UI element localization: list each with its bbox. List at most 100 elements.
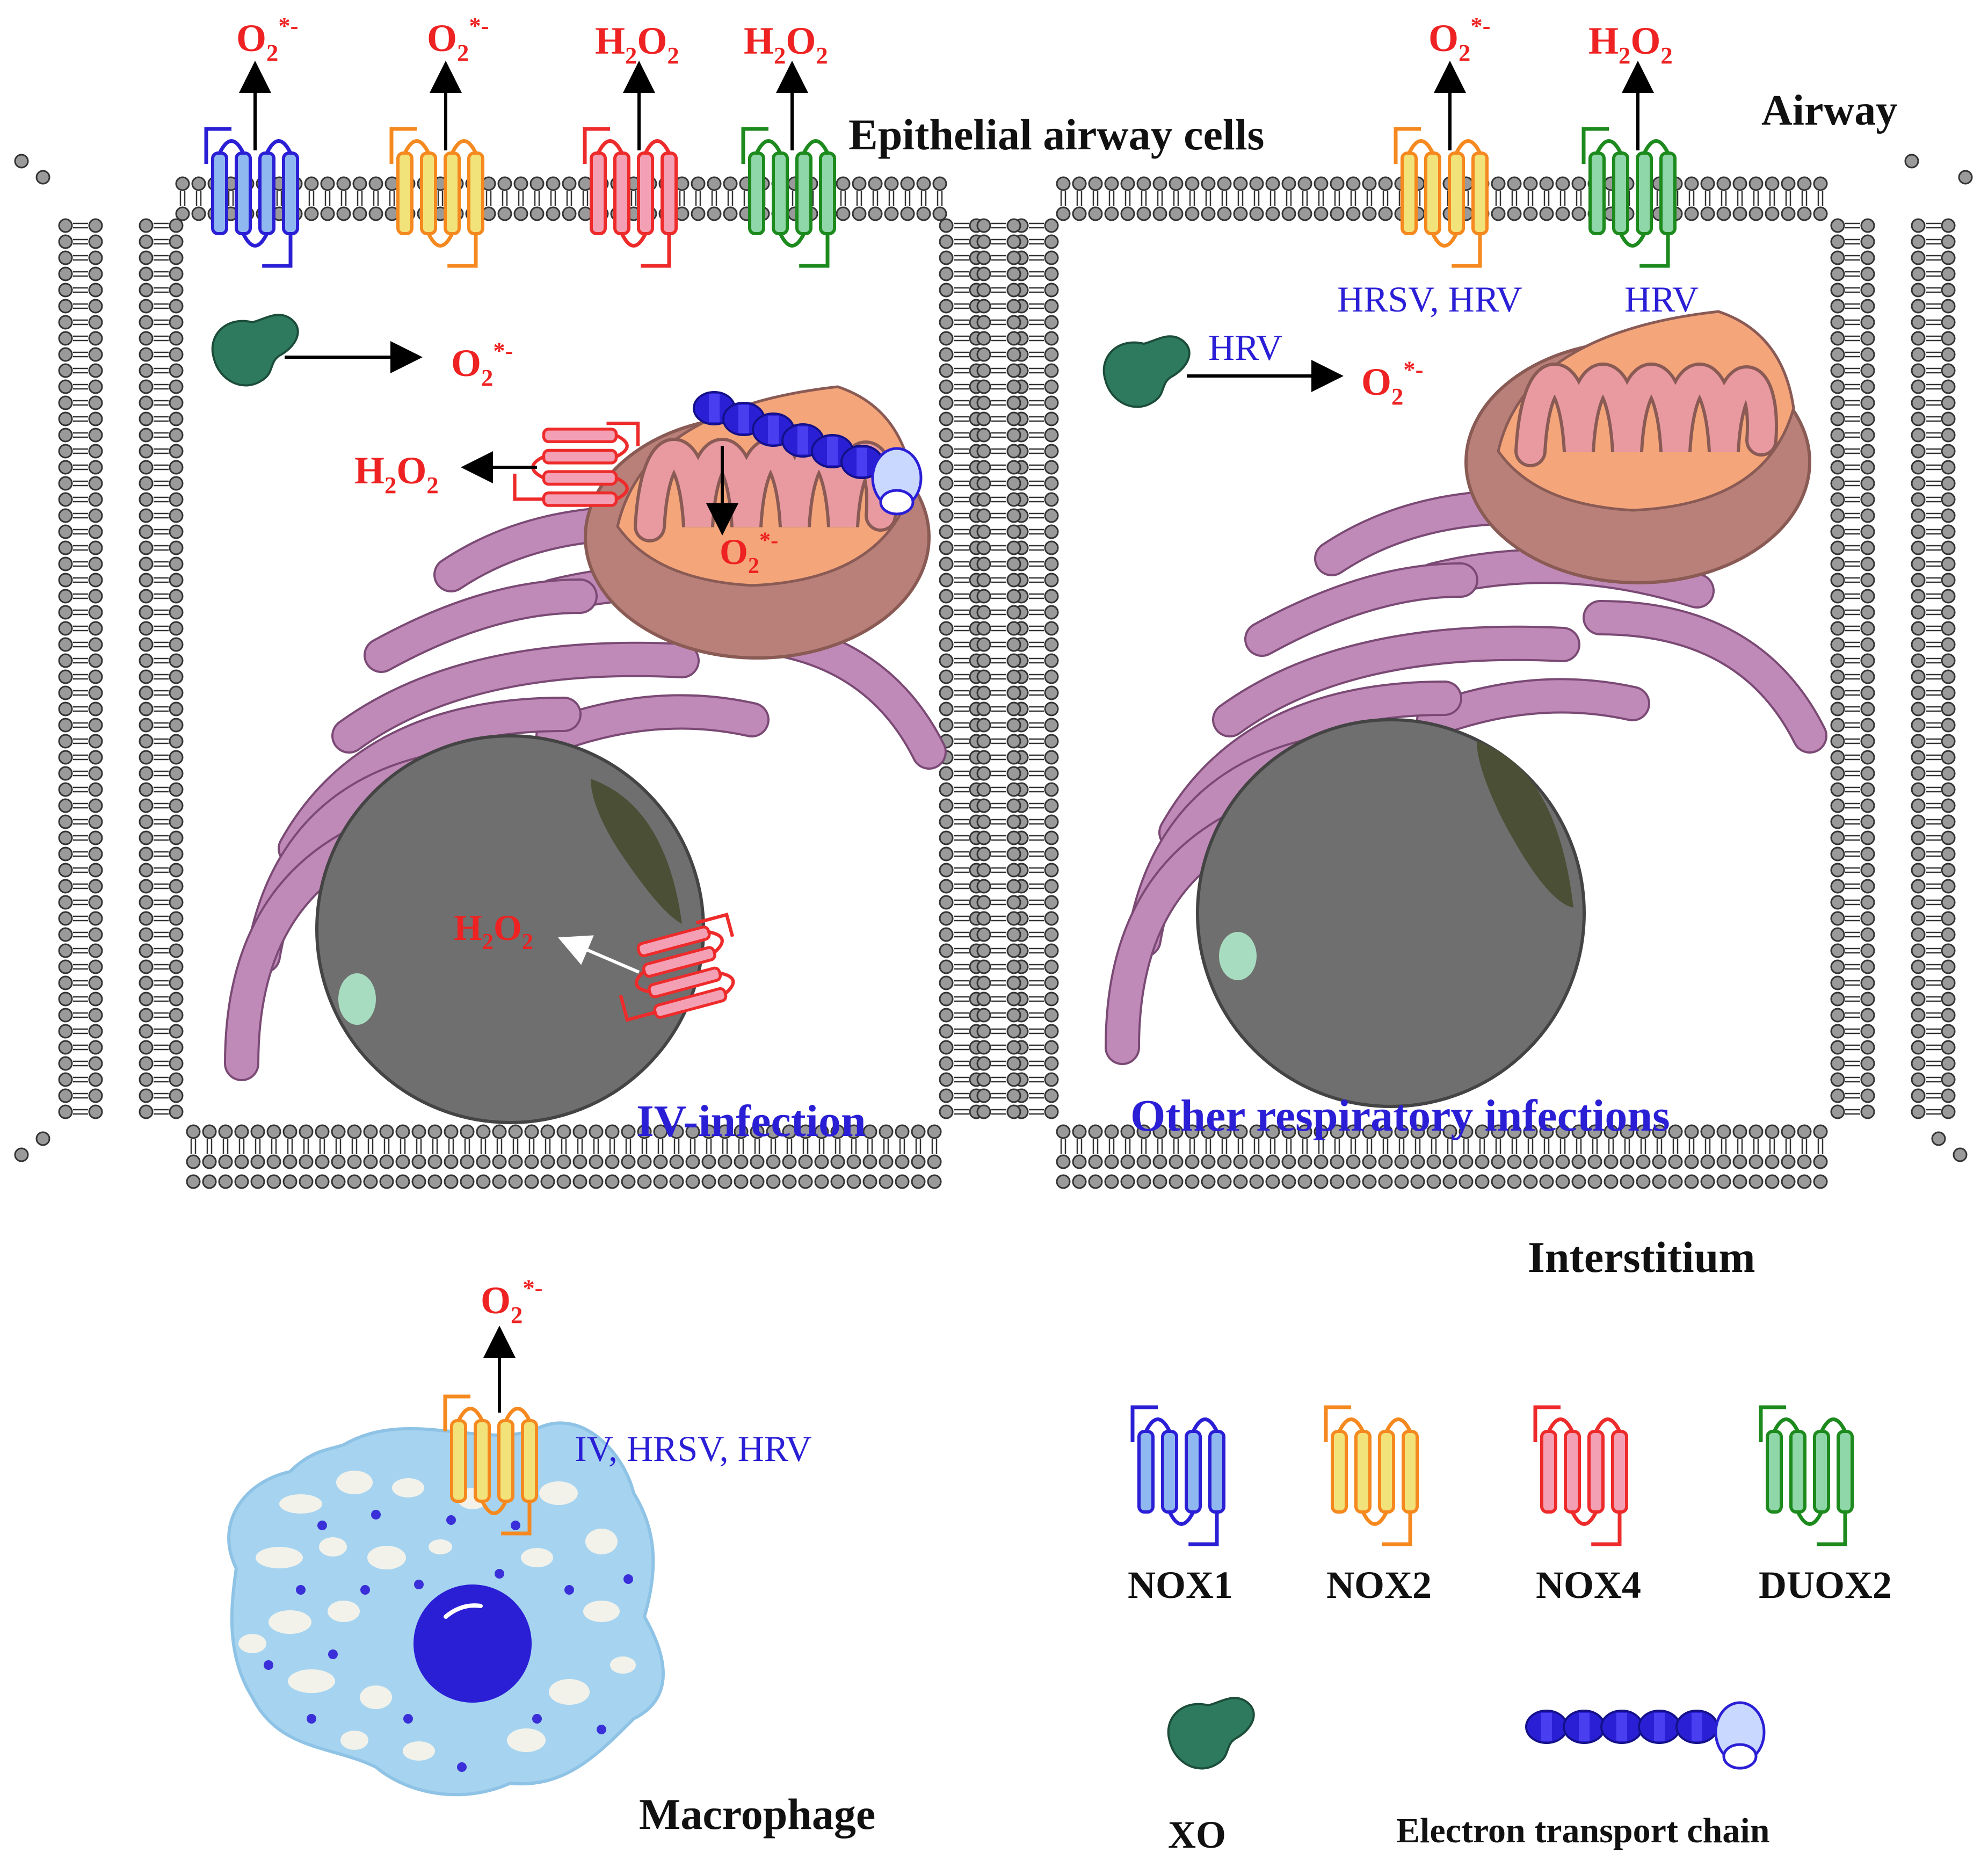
- membrane-bead: [218, 1124, 233, 1139]
- membrane-bead: [1684, 206, 1699, 221]
- membrane-bead: [88, 444, 103, 459]
- membrane-bead: [1044, 589, 1059, 604]
- membrane-bead: [1006, 943, 1021, 958]
- membrane-bead: [58, 460, 73, 475]
- nox-loop: [1431, 233, 1459, 248]
- superoxide-label: O2*-: [236, 12, 299, 66]
- membrane-bead: [169, 701, 184, 717]
- membrane-bead: [139, 589, 154, 604]
- membrane-bead: [976, 315, 991, 330]
- membrane-bead: [169, 589, 184, 604]
- membrane-bead: [282, 1174, 298, 1189]
- membrane-bead: [814, 1154, 829, 1169]
- membrane-bead: [1006, 556, 1021, 571]
- nox-channel-icon: [741, 127, 836, 268]
- membrane-bead: [1941, 669, 1956, 684]
- nox-loop: [389, 127, 417, 164]
- legend-etc-label: Electron transport chain: [1396, 1811, 1769, 1850]
- membrane-bead: [58, 379, 73, 394]
- nox-loop: [501, 1501, 532, 1536]
- membrane-bead: [186, 1124, 201, 1139]
- membrane-bead: [1797, 1154, 1812, 1169]
- membrane-bead: [1571, 206, 1586, 221]
- vesicle: [583, 1601, 620, 1622]
- membrane-bead: [927, 1174, 942, 1189]
- membrane-bead: [139, 331, 154, 346]
- membrane-bead: [1265, 206, 1280, 221]
- membrane-bead: [1330, 1124, 1345, 1139]
- membrane-bead: [1394, 1154, 1409, 1169]
- membrane-bead: [1941, 927, 1956, 942]
- membrane-bead: [139, 863, 154, 878]
- membrane-bead: [939, 1040, 954, 1055]
- membrane-bead: [1830, 1024, 1845, 1039]
- membrane-bead: [1201, 176, 1216, 191]
- nox-loop: [1337, 1417, 1365, 1432]
- membrane-bead: [1410, 1174, 1425, 1189]
- superoxide-label: O2*-: [1361, 356, 1424, 410]
- membrane-bead: [1217, 206, 1232, 221]
- membrane-bead: [315, 1154, 330, 1169]
- nox-helix: [1378, 1430, 1395, 1514]
- membrane-bead: [169, 299, 184, 314]
- membrane-bead: [139, 830, 154, 845]
- membrane-bead: [427, 1174, 442, 1189]
- membrane-bead: [1006, 621, 1021, 636]
- membrane-bead: [1860, 234, 1875, 249]
- membrane-bead: [58, 959, 73, 974]
- membrane-bead: [572, 1174, 587, 1189]
- membrane-bead: [1555, 176, 1570, 191]
- membrane-bead: [1860, 927, 1875, 942]
- membrane-bead: [1217, 1174, 1232, 1189]
- membrane-bead: [58, 1024, 73, 1039]
- membrane-bead: [1781, 1154, 1796, 1169]
- granule: [495, 1569, 504, 1579]
- membrane-bead: [1056, 176, 1071, 191]
- membrane-bead: [1044, 1008, 1059, 1023]
- membrane-bead: [139, 1056, 154, 1071]
- membrane-bead: [1297, 1124, 1312, 1139]
- membrane-bead: [1044, 701, 1059, 717]
- membrane-bead: [1830, 315, 1845, 330]
- membrane-bead: [1233, 1174, 1248, 1189]
- granule: [414, 1580, 424, 1589]
- etc-complex: [1692, 1713, 1702, 1741]
- granule: [564, 1585, 574, 1595]
- membrane-bead: [976, 895, 991, 910]
- membrane-bead: [1830, 492, 1845, 507]
- membrane-bead: [58, 911, 73, 926]
- membrane-bead: [1169, 1124, 1184, 1139]
- membrane-bead: [1620, 1154, 1635, 1169]
- membrane-bead: [976, 347, 991, 362]
- membrane-bead: [1314, 1174, 1329, 1189]
- membrane-bead: [444, 1124, 459, 1139]
- membrane-bead: [139, 653, 154, 668]
- membrane-bead: [88, 943, 103, 958]
- membrane-bead: [1297, 1174, 1312, 1189]
- membrane-bead: [976, 363, 991, 378]
- membrane-bead: [1830, 234, 1845, 249]
- nox-loop: [615, 433, 629, 459]
- membrane-bead: [605, 1174, 620, 1189]
- membrane-bead: [1044, 573, 1059, 588]
- membrane-bead: [976, 863, 991, 878]
- membrane-bead: [1044, 379, 1059, 394]
- membrane-bead: [1911, 589, 1926, 604]
- membrane-bead: [852, 206, 867, 221]
- membrane-bead: [976, 283, 991, 298]
- membrane-bead: [1911, 460, 1926, 475]
- membrane-bead: [976, 250, 991, 265]
- membrane-bead: [1830, 685, 1845, 700]
- membrane-bead: [1830, 524, 1845, 539]
- nox-helix: [542, 448, 618, 465]
- nox-helix: [1564, 1430, 1581, 1514]
- membrane-bead: [1006, 1072, 1021, 1087]
- membrane-bead: [1911, 992, 1926, 1007]
- other-infections-label: Other respiratory infections: [1130, 1091, 1670, 1141]
- membrane-bead: [1911, 573, 1926, 588]
- labels: Airway Epithelial airway cells Interstit…: [575, 87, 1897, 1856]
- nox-helix: [1611, 1430, 1628, 1514]
- membrane-bead: [1523, 1124, 1538, 1139]
- golgi-cisterna: [1214, 627, 1578, 735]
